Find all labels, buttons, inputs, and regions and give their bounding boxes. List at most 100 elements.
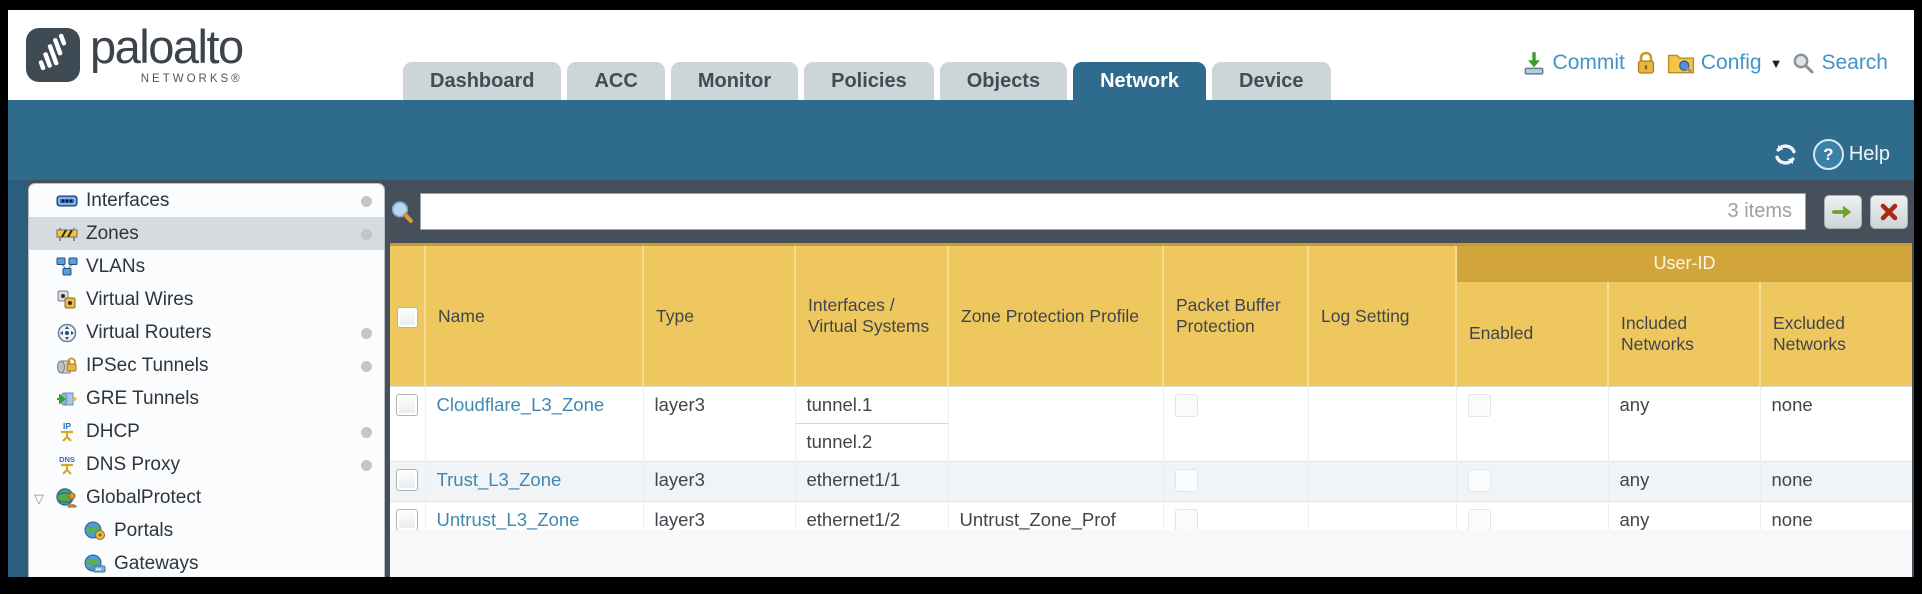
svg-text:IP: IP (63, 421, 71, 431)
row-checkbox[interactable] (396, 469, 419, 491)
commit-label: Commit (1552, 51, 1625, 74)
sidebar-item-virtual-wires[interactable]: Virtual Wires (29, 283, 384, 316)
enabled-checkbox[interactable] (1467, 394, 1491, 417)
content-area: Interfaces Zones (8, 180, 1914, 577)
sidebar-item-label: Gateways (114, 552, 199, 574)
user-id-enabled-cell (1455, 386, 1608, 462)
sidebar-item-dns-proxy[interactable]: DNS DNS Proxy (29, 448, 384, 481)
zone-name-link[interactable]: Untrust_L3_Zone (436, 509, 580, 530)
config-menu-button[interactable]: Config ▼ (1667, 50, 1782, 76)
ipsec-tunnels-icon (55, 355, 79, 377)
sidebar-item-ipsec-tunnels[interactable]: IPSec Tunnels (29, 349, 384, 382)
filter-input[interactable] (420, 193, 1806, 230)
sidebar-item-label: Portals (114, 519, 174, 541)
portals-icon (83, 520, 107, 542)
row-checkbox[interactable] (396, 394, 419, 416)
sidebar-item-interfaces[interactable]: Interfaces (29, 184, 384, 217)
row-checkbox[interactable] (396, 509, 419, 531)
sidebar-item-label: Virtual Wires (86, 288, 194, 310)
sidebar-item-label: Interfaces (86, 189, 170, 211)
included-networks-cell: any (1607, 386, 1760, 462)
dns-proxy-icon: DNS (55, 454, 79, 476)
app-header: paloalto NETWORKS® Dashboard ACC Monitor… (8, 10, 1914, 100)
commit-icon (1524, 52, 1543, 75)
zone-protection-profile-cell (947, 386, 1163, 462)
sidebar-item-gateways[interactable]: Gateways (29, 547, 384, 577)
col-header-included-networks[interactable]: Included Networks (1607, 281, 1760, 387)
sidebar-item-globalprotect[interactable]: ▽ GlobalProtect (29, 481, 384, 514)
table-row: Cloudflare_L3_Zone layer3 tunnel.1 any n… (390, 386, 1912, 462)
config-icon (1667, 54, 1694, 74)
apply-filter-button[interactable] (1824, 194, 1862, 229)
zone-interface-cell: tunnel.2 (794, 423, 948, 462)
select-all-header (390, 244, 425, 387)
tab-dashboard[interactable]: Dashboard (403, 62, 562, 100)
dhcp-icon: IP (55, 421, 79, 443)
sidebar-item-zones[interactable]: Zones (29, 217, 384, 250)
zone-name-link[interactable]: Trust_L3_Zone (436, 469, 562, 490)
sidebar-item-dhcp[interactable]: IP DHCP (29, 415, 384, 448)
sidebar-item-label: Zones (86, 222, 139, 244)
enabled-checkbox[interactable] (1467, 509, 1491, 532)
zone-interface-cell: ethernet1/1 (794, 461, 948, 502)
virtual-wires-icon (55, 289, 79, 311)
status-dot (361, 228, 372, 240)
sidebar-item-vlans[interactable]: VLANs (29, 250, 384, 283)
tab-objects[interactable]: Objects (939, 62, 1068, 100)
table-row: Untrust_L3_Zone layer3 ethernet1/2 Untru… (390, 501, 1912, 541)
tab-device[interactable]: Device (1212, 62, 1331, 100)
packet-buffer-checkbox[interactable] (1174, 509, 1198, 532)
lock-icon[interactable] (1634, 50, 1658, 76)
svg-text:DNS: DNS (59, 455, 75, 464)
search-button[interactable]: Search (1791, 51, 1888, 75)
tab-policies[interactable]: Policies (804, 62, 934, 100)
zone-interface-cell: tunnel.1 (794, 386, 948, 424)
globalprotect-icon (55, 487, 79, 509)
refresh-icon[interactable] (1772, 141, 1799, 168)
soundwave-icon (38, 33, 67, 71)
sidebar-item-label: IPSec Tunnels (86, 354, 209, 376)
status-dot (361, 195, 372, 207)
tab-acc[interactable]: ACC (567, 62, 665, 100)
packet-buffer-checkbox[interactable] (1174, 469, 1198, 492)
commit-button[interactable]: Commit (1521, 50, 1625, 76)
sidebar-item-virtual-routers[interactable]: Virtual Routers (29, 316, 384, 349)
col-header-enabled[interactable]: Enabled (1455, 281, 1608, 387)
virtual-routers-icon (55, 322, 79, 344)
col-header-excluded-networks[interactable]: Excluded Networks (1759, 281, 1912, 387)
sidebar-item-portals[interactable]: Portals (29, 514, 384, 547)
select-all-checkbox[interactable] (396, 306, 418, 328)
interfaces-icon (55, 190, 79, 212)
tab-network[interactable]: Network (1073, 62, 1206, 100)
paloalto-logo: paloalto NETWORKS® (26, 22, 244, 85)
tab-monitor[interactable]: Monitor (670, 62, 799, 100)
sidebar-item-label: VLANs (86, 255, 146, 277)
enabled-checkbox[interactable] (1467, 469, 1491, 492)
log-setting-cell (1307, 461, 1456, 502)
table-row: Trust_L3_Zone layer3 ethernet1/1 any non… (390, 461, 1912, 502)
zone-name-link[interactable]: Cloudflare_L3_Zone (436, 394, 605, 415)
header-utilities: Commit Config ▼ (1521, 50, 1888, 76)
col-header-type[interactable]: Type (642, 244, 795, 387)
packet-buffer-checkbox[interactable] (1174, 394, 1198, 417)
status-dot (361, 459, 372, 471)
status-dot (361, 426, 372, 438)
sidebar-item-label: GRE Tunnels (86, 387, 199, 409)
col-header-packet-buffer-protection[interactable]: Packet Buffer Protection (1162, 244, 1308, 387)
config-label: Config (1700, 51, 1762, 74)
help-label: Help (1848, 143, 1890, 165)
red-x-icon (1880, 203, 1898, 220)
col-header-log-setting[interactable]: Log Setting (1307, 244, 1456, 387)
col-header-interfaces[interactable]: Interfaces / Virtual Systems (794, 244, 948, 387)
packet-buffer-cell (1162, 386, 1308, 462)
help-button[interactable]: ? Help (1812, 139, 1890, 170)
col-header-zone-protection-profile[interactable]: Zone Protection Profile (947, 244, 1163, 387)
col-header-name[interactable]: Name (424, 244, 643, 387)
zones-icon (55, 223, 79, 245)
filter-search-icon (391, 200, 413, 223)
sidebar-item-label: DHCP (86, 420, 140, 442)
clear-filter-button[interactable] (1870, 194, 1908, 229)
expander-icon[interactable]: ▽ (34, 490, 44, 506)
items-count: 3 items (1727, 200, 1792, 222)
sidebar-item-gre-tunnels[interactable]: GRE Tunnels (29, 382, 384, 415)
